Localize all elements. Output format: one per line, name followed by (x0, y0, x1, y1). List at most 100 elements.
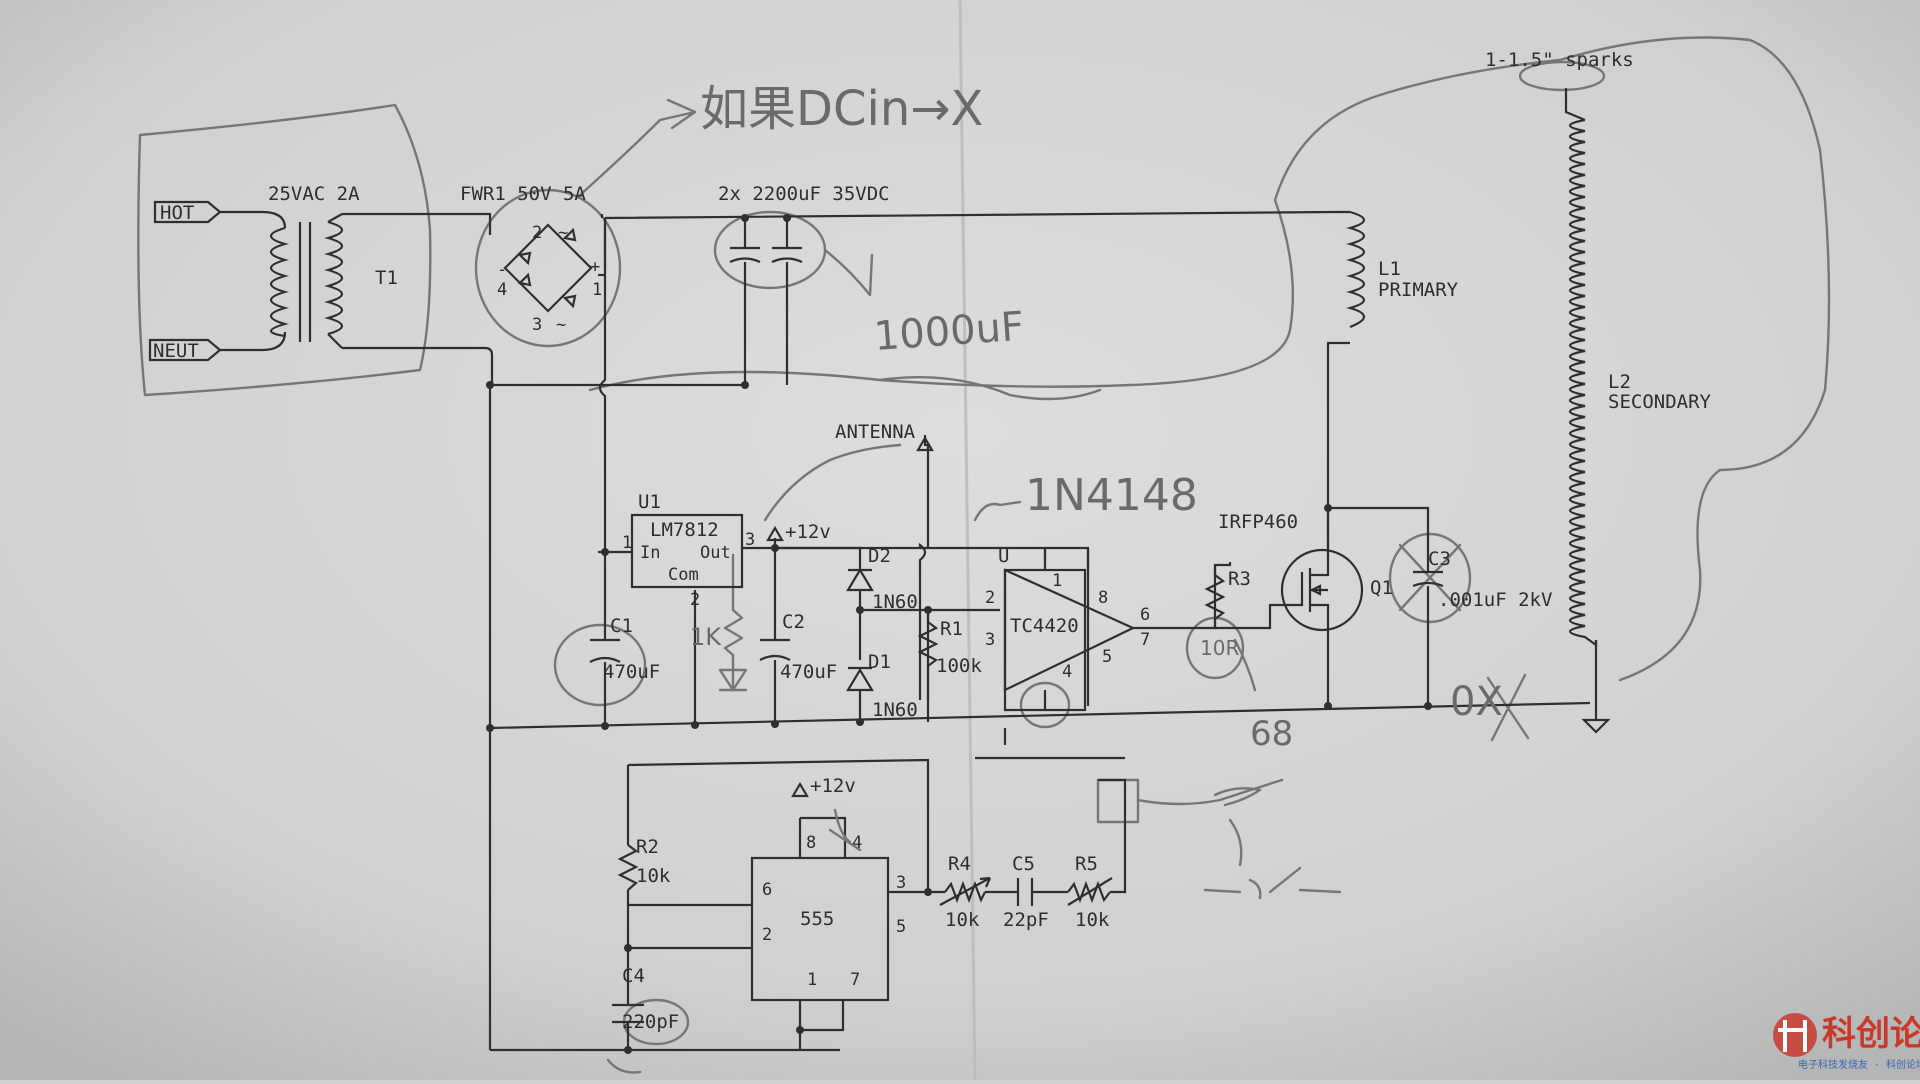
paper-fold (958, 0, 977, 1081)
regulator-u1: U1 LM7812 In Out Com 1 2 3 +12v (622, 491, 831, 610)
note-1n4148: 1N4148 (1025, 470, 1198, 521)
handwritten-notes: 如果DCin→X 1000uF 1N4148 1K 10R 68 0X (690, 81, 1503, 754)
regulator-rail: +12v (785, 521, 831, 543)
ground-bus (489, 701, 1591, 730)
regulator-pin-in: In (640, 543, 660, 563)
antenna: ANTENNA (835, 421, 934, 452)
pencil-sparks-ring (1518, 60, 1606, 92)
driver-pin8: 8 (1098, 588, 1108, 608)
pencil-bridge-circle (474, 188, 622, 348)
pencil-ground-x (1486, 673, 1530, 742)
wire-555-pins-bottom (798, 1000, 845, 1050)
mosfet-body (1280, 548, 1364, 632)
driver-pin-leads (1043, 548, 1090, 710)
cap-bank-c2 (771, 246, 803, 264)
pencil-led (718, 668, 748, 692)
pencil-antenna-sweep (763, 443, 902, 522)
cap-bank-label: 2x 2200uF 35VDC (718, 183, 890, 205)
bridge-pin-ac: ~ (558, 223, 568, 243)
d1-value: 1N60 (872, 699, 918, 721)
diode-d2: D2 1N60 (846, 545, 918, 613)
note-1000uf: 1000uF (872, 304, 1025, 360)
regulator-ref: U1 (638, 491, 661, 513)
capacitor-c5: C5 22pF (1003, 853, 1049, 931)
transformer-primary-coil (269, 226, 290, 338)
junction (601, 722, 609, 730)
wire-drain-primary (1326, 341, 1350, 555)
bridge-pin4: 4 (497, 280, 507, 300)
junction (1424, 702, 1432, 710)
sparks-label: 1-1.5" sparks (1485, 49, 1634, 71)
junction (1324, 504, 1332, 512)
timer-pin2: 2 (762, 925, 772, 945)
regulator-pin3: 3 (745, 530, 755, 550)
c3-ref: C3 (1428, 548, 1451, 570)
junction (741, 381, 749, 389)
r5-value: 10k (1075, 909, 1110, 931)
cap-bank-c1 (729, 246, 761, 264)
driver-pin7: 7 (1140, 630, 1150, 650)
ground-symbol (1581, 718, 1611, 734)
capacitor-c3: C3 .001uF 2kV (1412, 540, 1552, 611)
bridge-pin2: 2 (532, 223, 542, 243)
transformer-rating: 25VAC 2A (268, 183, 360, 205)
junction (624, 1046, 632, 1054)
l1-ref: L1 (1378, 258, 1401, 280)
pencil-arrow-head-top (666, 98, 697, 130)
pencil-1k-resistor (723, 553, 744, 692)
wire-driver-out (1133, 562, 1232, 630)
junction (624, 944, 632, 952)
rail-positive (600, 210, 1350, 220)
junction (796, 1026, 804, 1034)
wire-sec-top-lead (1564, 88, 1586, 122)
pencil-switch-lead (1228, 818, 1243, 867)
junction (771, 720, 779, 728)
driver-pin2: 2 (985, 588, 995, 608)
regulator-body (630, 513, 744, 589)
pencil-transformer-box (137, 103, 432, 397)
wire-sec-bot (342, 346, 494, 385)
timer-pin1: 1 (807, 970, 817, 990)
c1-value: 470uF (603, 661, 660, 683)
mosfet-q1: IRFP460 Q1 (1218, 511, 1393, 640)
logo-emblem-icon (1773, 1013, 1817, 1057)
hot-label: HOT (160, 202, 194, 224)
bridge-pin1: 1 (592, 280, 602, 300)
c5-ref: C5 (1012, 853, 1035, 875)
timer-pin7: 7 (850, 970, 860, 990)
junction (924, 888, 932, 896)
transformer-ref: T1 (375, 267, 398, 289)
diode-d1: D1 1N60 (846, 651, 918, 721)
capacitor-c1: C1 470uF (589, 615, 660, 683)
wire-555-reset (800, 816, 847, 858)
pencil-connector-lead (1136, 778, 1284, 806)
hot-terminal: HOT (153, 200, 222, 224)
mosfet-ref: Q1 (1370, 577, 1393, 599)
bridge-pin-ac2: ~ (556, 315, 566, 335)
junction (1324, 702, 1332, 710)
timer-rail-arrow (791, 781, 809, 798)
transformer-t1: 25VAC 2A T1 (268, 183, 398, 349)
pencil-mark-bottom (606, 1058, 642, 1074)
c3-value: .001uF 2kV (1438, 589, 1552, 611)
pencil-capbank-arrow (823, 248, 874, 297)
driver-triangle (1003, 568, 1136, 692)
junction-dots (486, 214, 1432, 1054)
c2-ref: C2 (782, 611, 805, 633)
wire-hot (220, 210, 287, 229)
driver-pin1: 1 (1052, 571, 1062, 591)
pencil-c3-circle (1388, 532, 1472, 624)
r5-ref: R5 (1075, 853, 1098, 875)
timer-pin4: 4 (852, 833, 862, 853)
note-10r: 10R (1200, 636, 1239, 660)
cap-bank: 2x 2200uF 35VDC (718, 183, 890, 264)
mosfet-part: IRFP460 (1218, 511, 1298, 533)
bridge-rectifier: FWR1 50V 5A 2 ~ - + 4 1 3 ~ (460, 183, 602, 335)
primary-coil-l1: L1 PRIMARY (1345, 210, 1459, 329)
driver-pin3: 3 (985, 630, 995, 650)
c2-value: 470uF (780, 661, 837, 683)
note-0x: 0X (1450, 679, 1503, 725)
